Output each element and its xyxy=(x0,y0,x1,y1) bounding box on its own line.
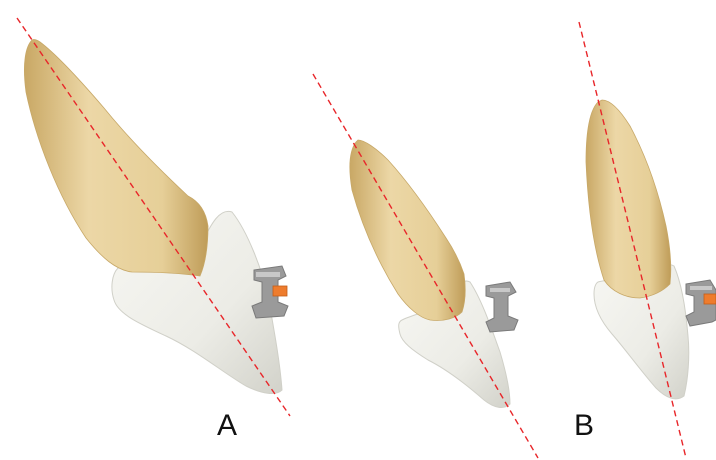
tooth-b-root xyxy=(586,100,671,298)
bracket-middle-highlight xyxy=(490,288,510,292)
tooth-middle-bracket xyxy=(486,282,518,332)
tooth-b xyxy=(579,22,716,458)
label-a: A xyxy=(217,411,237,441)
bracket-a-highlight xyxy=(256,272,280,277)
tooth-b-bracket xyxy=(686,280,716,326)
bracket-a-slot xyxy=(273,286,287,296)
tooth-middle-root xyxy=(350,140,465,321)
tooth-a-root xyxy=(24,40,208,276)
tooth-middle xyxy=(313,74,538,458)
label-b: B xyxy=(574,411,594,441)
bracket-b-slot xyxy=(704,294,716,304)
tooth-a xyxy=(17,18,290,416)
tooth-a-axis-line xyxy=(17,18,290,416)
bracket-b-highlight xyxy=(690,286,712,290)
